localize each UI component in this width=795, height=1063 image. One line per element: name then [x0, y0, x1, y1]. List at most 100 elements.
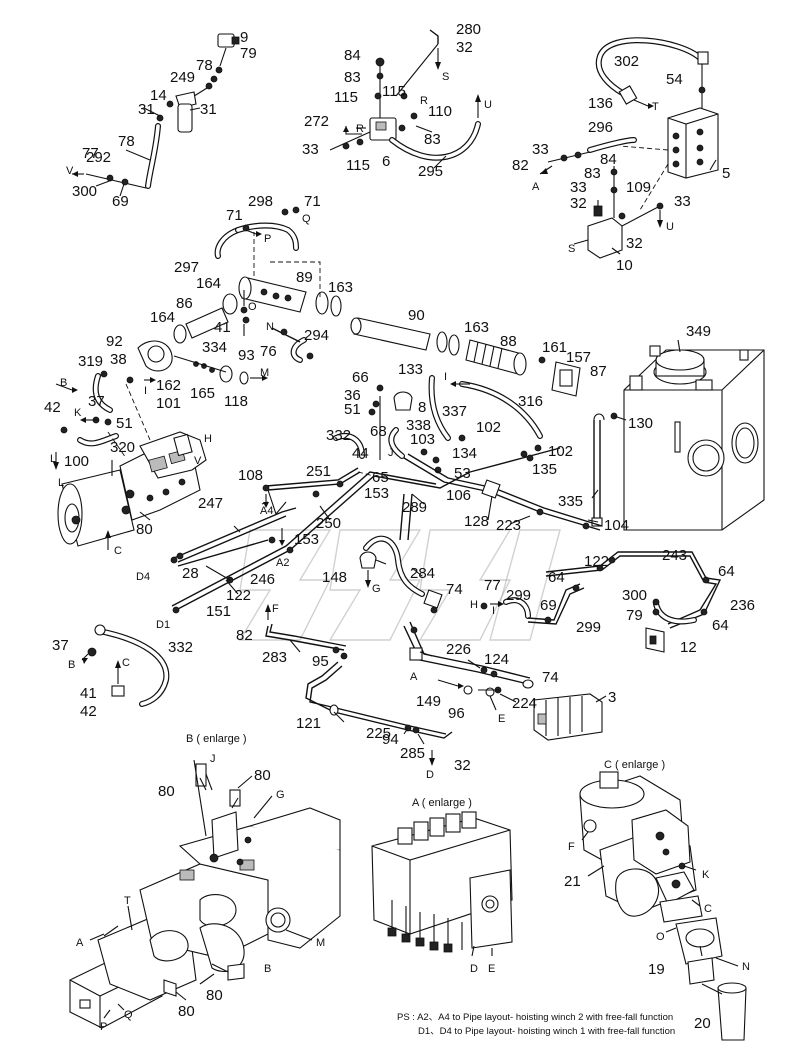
callout-226: 226 [446, 641, 471, 658]
callout-84: 84 [344, 47, 361, 64]
port-label-n: N [742, 961, 750, 973]
port-label-d1: D1 [156, 619, 170, 631]
port-label-l: L [58, 477, 64, 489]
callout-153: 153 [294, 531, 319, 548]
callout-19: 19 [648, 961, 665, 978]
port-label-h: H [204, 433, 212, 445]
callout-110: 110 [428, 103, 452, 120]
valve-block-5-assembly [539, 37, 719, 259]
callout-80: 80 [158, 783, 175, 800]
callout-77: 77 [484, 577, 501, 594]
port-label-v: V [194, 455, 202, 467]
callout-316: 316 [518, 393, 543, 410]
port-label-n: N [266, 321, 274, 333]
port-label-e: E [498, 713, 505, 725]
callout-64: 64 [712, 617, 729, 634]
port-label-t: T [124, 895, 131, 907]
callout-53: 53 [454, 465, 471, 482]
callout-31: 31 [200, 101, 217, 118]
callout-298: 298 [248, 193, 273, 210]
callout-71: 71 [226, 207, 243, 224]
callout-338: 338 [406, 417, 431, 434]
port-label-p: P [100, 1021, 107, 1033]
port-label-b: B [68, 659, 75, 671]
port-label-d: D [470, 963, 478, 975]
callout-335: 335 [558, 493, 583, 510]
callout-93: 93 [238, 347, 255, 364]
hose-332-lower [81, 624, 170, 707]
leader-lines [89, 107, 739, 1019]
hose-297 [214, 206, 300, 259]
pipe-335 [591, 413, 605, 527]
callout-100: 100 [64, 453, 89, 470]
port-label-j: J [210, 753, 216, 765]
callout-74: 74 [542, 669, 559, 686]
callout-101: 101 [156, 395, 181, 412]
port-label-h: H [470, 599, 478, 611]
callout-21: 21 [564, 873, 581, 890]
valve-bank-detail-a [371, 811, 513, 953]
port-letters: S R R U T A S U V P Q O N M B I K L H V … [50, 71, 750, 1033]
callout-44: 44 [352, 445, 369, 462]
callout-77: 77 [82, 145, 99, 162]
port-label-d: D [426, 769, 434, 781]
callout-51: 51 [116, 415, 133, 432]
fittings-86-164 [173, 290, 314, 363]
filter-assembly-top-left [72, 33, 240, 189]
callout-80: 80 [254, 767, 271, 784]
callout-38: 38 [110, 351, 127, 368]
callout-283: 283 [262, 649, 287, 666]
callout-294: 294 [304, 327, 329, 344]
callout-87: 87 [590, 363, 607, 380]
motor-detail-c [579, 771, 747, 1041]
callout-74: 74 [446, 581, 463, 598]
callout-115: 115 [346, 157, 370, 174]
callout-163: 163 [464, 319, 489, 336]
callout-41: 41 [80, 685, 97, 702]
callout-332: 332 [326, 427, 351, 444]
callout-236: 236 [730, 597, 755, 614]
port-label-b: B [60, 377, 67, 389]
callout-122: 122 [584, 553, 609, 570]
callout-41: 41 [214, 319, 231, 336]
pipe-network-center [170, 375, 722, 766]
callout-284: 284 [410, 565, 435, 582]
note-line-1: PS : A2、A4 to Pipe layout- hoisting winc… [397, 1012, 673, 1023]
pump-detail-b [69, 763, 341, 1029]
port-label-u: U [666, 221, 674, 233]
callout-5: 5 [722, 165, 730, 182]
callout-89: 89 [296, 269, 313, 286]
callout-302: 302 [614, 53, 639, 70]
callout-51: 51 [344, 401, 361, 418]
callout-272: 272 [304, 113, 329, 130]
callout-33: 33 [302, 141, 319, 158]
port-label-v: V [66, 165, 74, 177]
port-label-m: M [316, 937, 325, 949]
port-label-a: A [532, 181, 540, 193]
callout-165: 165 [190, 385, 215, 402]
callout-247: 247 [198, 495, 223, 512]
callout-28: 28 [182, 565, 199, 582]
callout-82: 82 [236, 627, 253, 644]
callout-299: 299 [576, 619, 601, 636]
callout-32: 32 [570, 195, 587, 212]
port-label-a: A [410, 671, 418, 683]
callout-162: 162 [156, 377, 181, 394]
callout-249: 249 [170, 69, 195, 86]
port-label-s: S [442, 71, 449, 83]
callout-42: 42 [44, 399, 61, 416]
callout-109: 109 [626, 179, 651, 196]
callout-9: 9 [240, 29, 248, 46]
callout-332: 332 [168, 639, 193, 656]
callout-69: 69 [112, 193, 129, 210]
caption-b-enlarge: B ( enlarge ) [186, 733, 247, 745]
callout-32: 32 [626, 235, 643, 252]
callout-83: 83 [344, 69, 361, 86]
callout-153: 153 [364, 485, 389, 502]
main-pump-assembly [53, 370, 207, 550]
callout-225: 225 [366, 725, 391, 742]
callout-121: 121 [296, 715, 321, 732]
callout-164: 164 [196, 275, 221, 292]
callout-319: 319 [78, 353, 103, 370]
callout-10: 10 [616, 257, 633, 274]
